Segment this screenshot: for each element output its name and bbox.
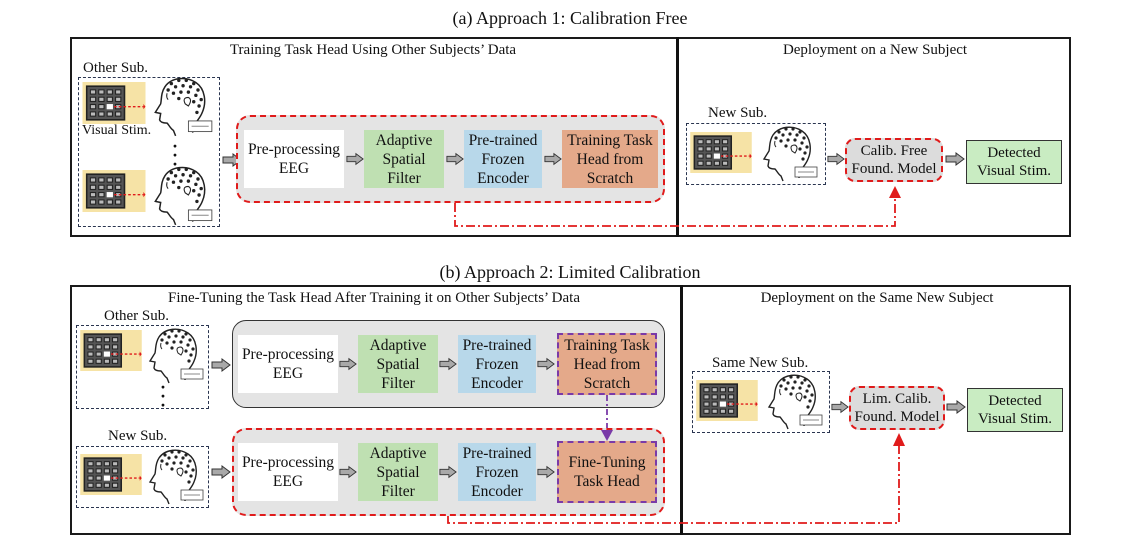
approach1-foundation-model: Calib. Free Found. Model (845, 138, 943, 182)
approach1-adaptive-filter-block: Adaptive Spatial Filter (364, 130, 444, 188)
approach1-ellipsis: · · · (171, 136, 178, 174)
approach2-training-header: Fine-Tuning the Task Head After Training… (168, 290, 580, 306)
approach2-panel (70, 285, 1071, 535)
approach2-ellipsis: · · · (159, 377, 166, 415)
approach2-row1-task-head-block: Training Task Head from Scratch (557, 333, 657, 395)
approach1-detected-output: Detected Visual Stim. (966, 140, 1062, 184)
approach2-row1-adaptive-filter-block: Adaptive Spatial Filter (358, 335, 438, 393)
approach2-deployment-header: Deployment on the Same New Subject (760, 290, 994, 306)
approach1-preprocessing-block: Pre-processing EEG (244, 130, 344, 188)
approach2-foundation-model: Lim. Calib. Found. Model (849, 386, 945, 430)
approach2-same-new-subject-label: Same New Sub. (712, 355, 809, 371)
approach2-feedback-connector (447, 446, 900, 524)
approach2-row2-preprocessing-block: Pre-processing EEG (238, 443, 338, 501)
approach1-other-subject-label: Other Sub. (83, 60, 148, 76)
approach2-divider (680, 285, 683, 535)
approach1-training-header: Training Task Head Using Other Subjects’… (229, 42, 517, 58)
approach1-encoder-block: Pre-trained Frozen Encoder (464, 130, 542, 188)
approach1-title: (a) Approach 1: Calibration Free (452, 8, 688, 28)
approach2-other-subject-label: Other Sub. (104, 308, 169, 324)
approach2-row2-adaptive-filter-block: Adaptive Spatial Filter (358, 443, 438, 501)
approach1-divider (676, 37, 679, 237)
approach1-feedback-arrowhead (889, 186, 901, 198)
approach1-task-head-block: Training Task Head from Scratch (562, 130, 658, 188)
approach2-feedback-arrowhead (893, 433, 905, 446)
approach2-row2-task-head-block: Fine-Tuning Task Head (557, 441, 657, 503)
approach2-transfer-arrowhead (601, 430, 613, 441)
approach1-feedback-connector (454, 198, 896, 227)
approach2-row2-encoder-block: Pre-trained Frozen Encoder (458, 443, 536, 501)
approach2-detected-output: Detected Visual Stim. (967, 388, 1063, 432)
approach2-new-subject-label: New Sub. (108, 428, 168, 444)
approach1-new-subject-label: New Sub. (708, 105, 768, 121)
approach2-row1-preprocessing-block: Pre-processing EEG (238, 335, 338, 393)
approach1-deployment-header: Deployment on a New Subject (782, 42, 968, 58)
approach1-visual-stim-label: Visual Stim. (82, 123, 152, 138)
approach1-panel (70, 37, 1071, 237)
approach2-title: (b) Approach 2: Limited Calibration (439, 262, 701, 282)
approach2-row1-encoder-block: Pre-trained Frozen Encoder (458, 335, 536, 393)
